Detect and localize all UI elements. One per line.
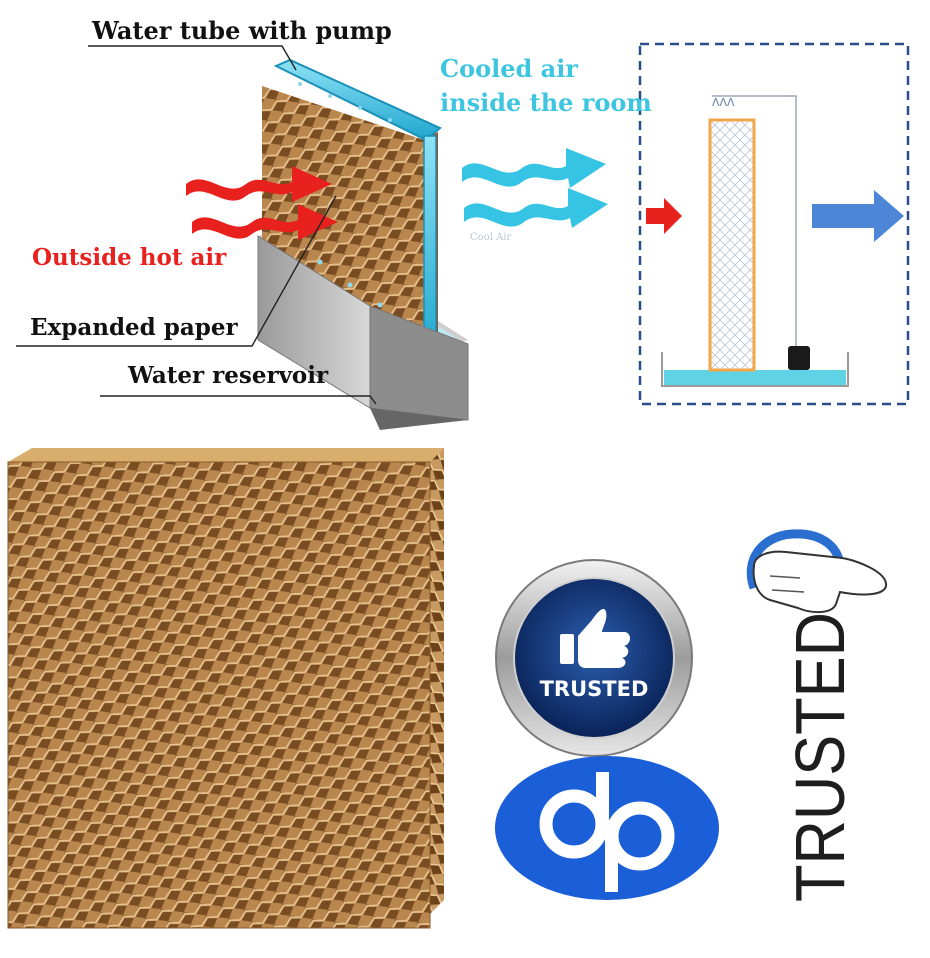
expanded-paper-label: Expanded paper	[30, 314, 238, 341]
cooling-pad-photo	[7, 448, 444, 929]
thumbs-up-icon	[560, 609, 630, 668]
room-cross-section: ᐱᐱᐱ	[638, 42, 910, 406]
cooled-air-arrows	[462, 148, 608, 228]
room-hot-arrow	[646, 198, 682, 234]
trusted-seal: TRUSTED	[495, 559, 693, 757]
seal-text: TRUSTED	[540, 677, 649, 701]
cooled-air-label-line2: inside the room	[440, 88, 652, 117]
leader-lines	[16, 45, 377, 405]
pointing-hand-icon	[746, 529, 887, 614]
water-tube-label: Water tube with pump	[92, 16, 392, 45]
cooled-air-label-line1: Cooled air	[440, 54, 578, 83]
pad-diagram	[257, 58, 469, 430]
qb-logo-icon	[495, 756, 719, 900]
water-tube	[273, 58, 442, 142]
pump-pipe	[423, 135, 437, 361]
pump-icon	[788, 346, 810, 370]
outside-hot-air-label: Outside hot air	[32, 244, 227, 271]
room-pad	[708, 118, 756, 372]
svg-text:ᐱᐱᐱ: ᐱᐱᐱ	[712, 96, 735, 109]
expanded-paper-pad	[262, 86, 424, 346]
room-cool-arrow	[812, 190, 904, 242]
cool-air-faint-label: Cool Air	[470, 232, 512, 243]
vertical-trusted-text: TRUSTED	[781, 612, 859, 902]
water-reservoir-label: Water reservoir	[128, 362, 329, 389]
hot-air-arrows	[186, 166, 338, 240]
